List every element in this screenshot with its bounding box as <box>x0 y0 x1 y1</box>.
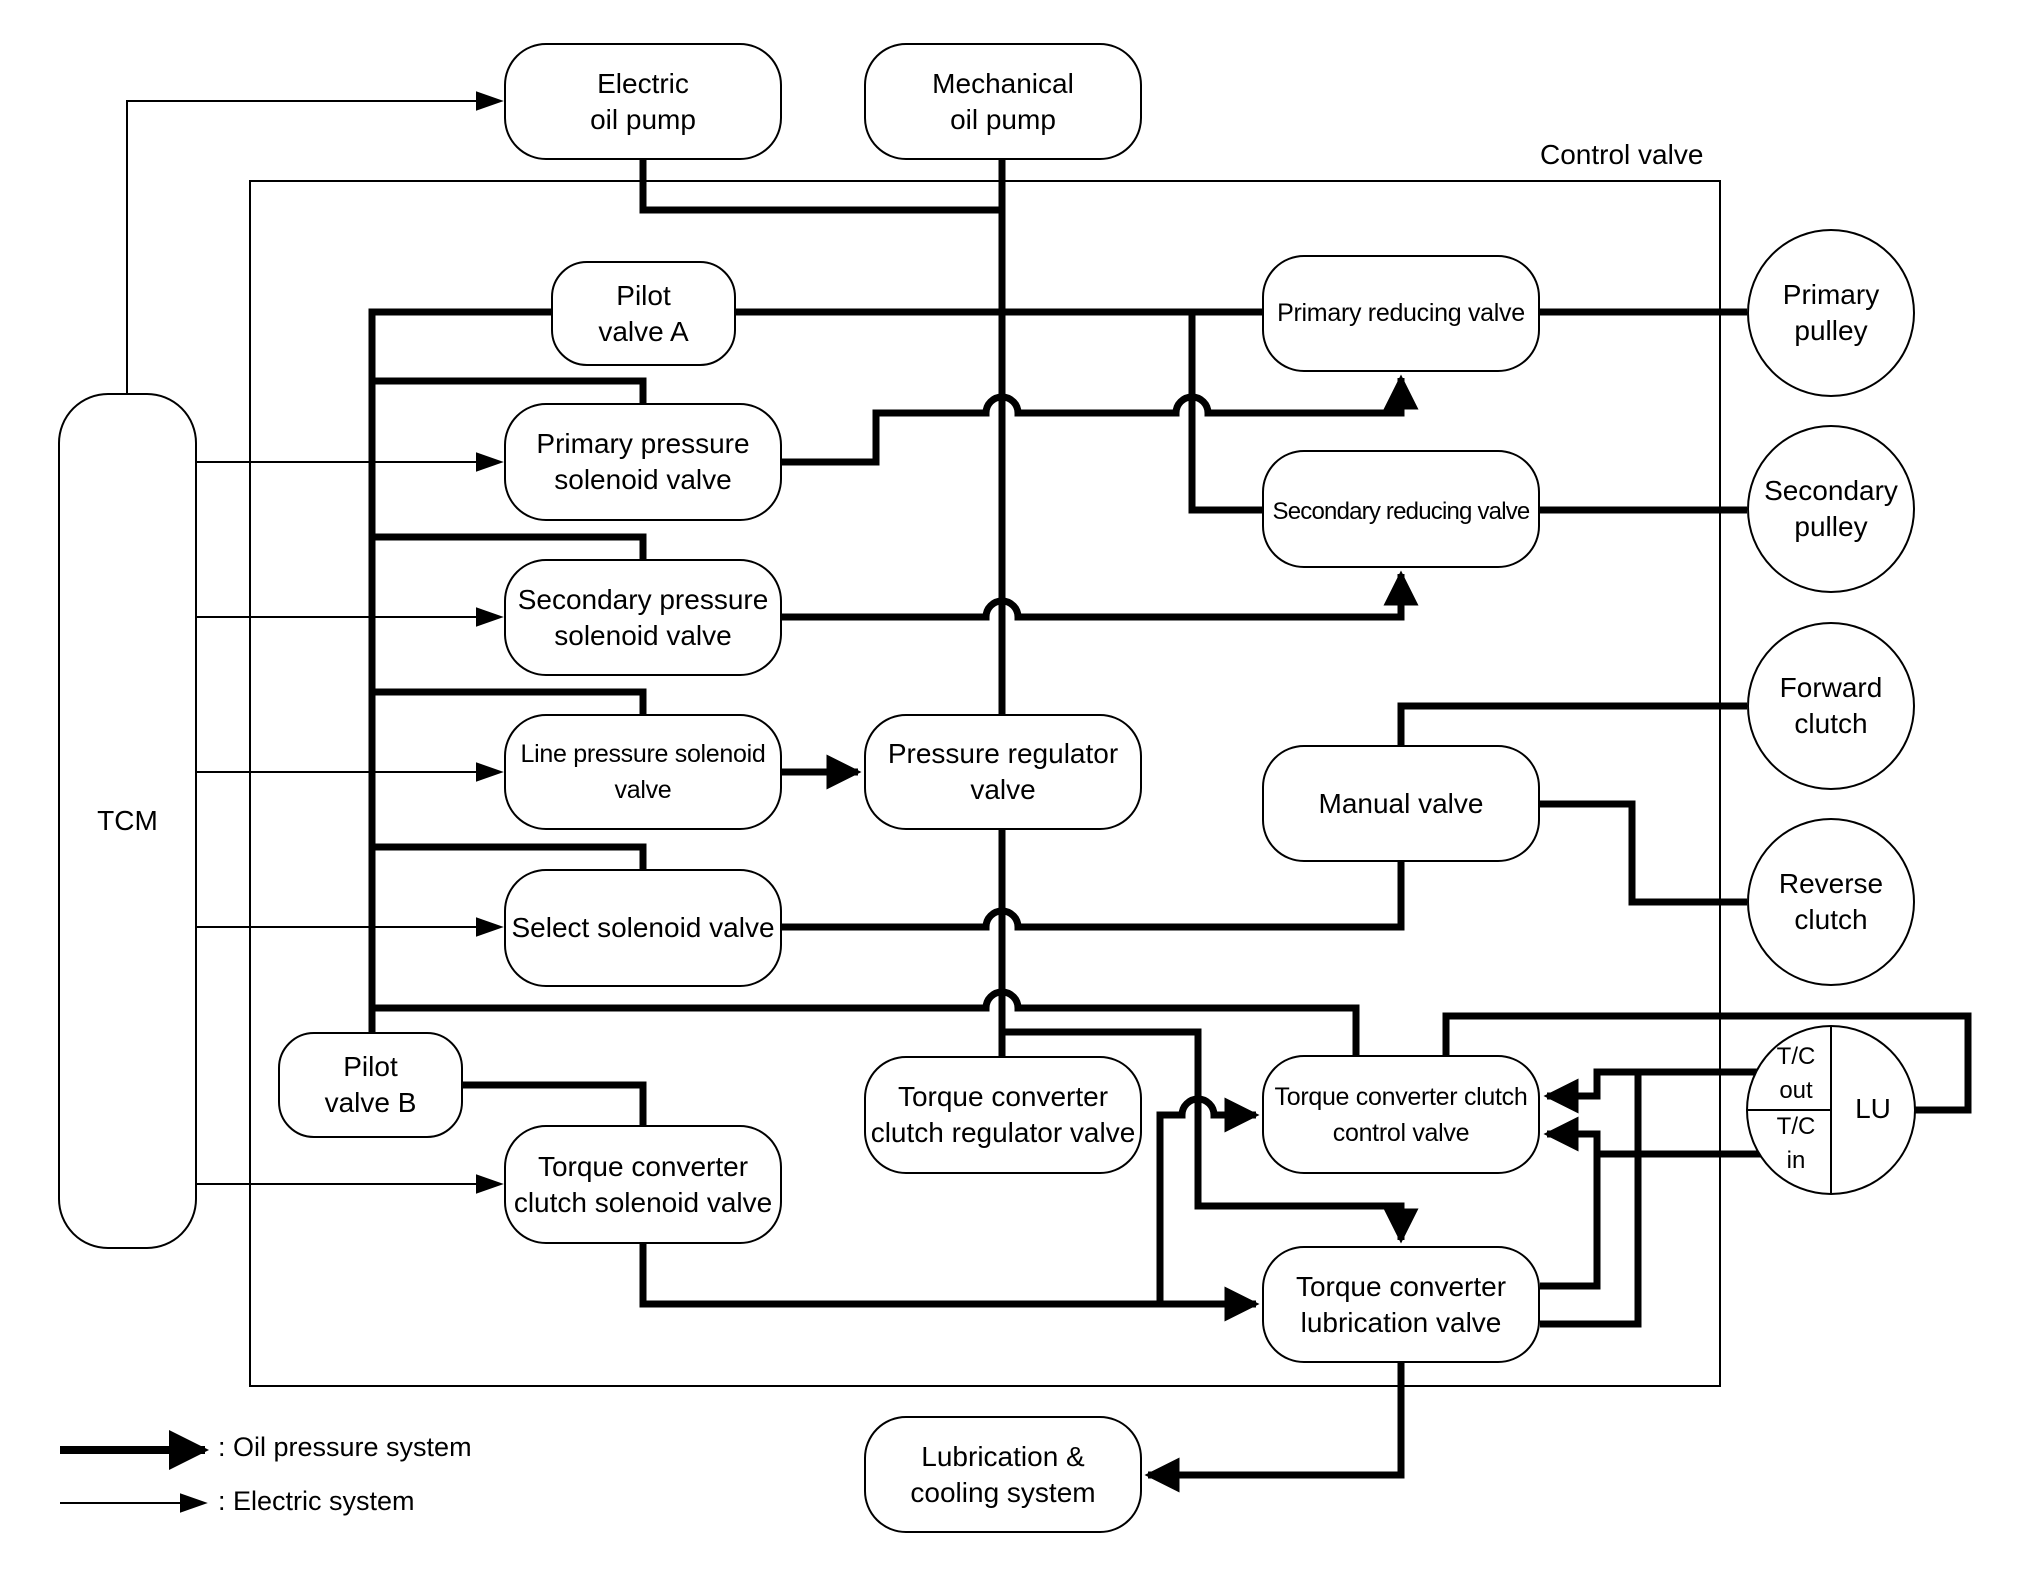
legend-electric-label: : Electric system <box>218 1486 415 1516</box>
pilot-valve-a: Pilot valve A <box>551 261 736 366</box>
secondary-pulley: Secondary pulley <box>1747 425 1915 593</box>
secondary-pressure-solenoid-valve: Secondary pressure solenoid valve <box>504 559 782 676</box>
tcm: TCM <box>58 393 197 1249</box>
primary-pulley: Primary pulley <box>1747 229 1915 397</box>
electric-oil-pump: Electric oil pump <box>504 43 782 160</box>
mechanical-oil-pump: Mechanical oil pump <box>864 43 1142 160</box>
primary-reducing-valve: Primary reducing valve <box>1262 255 1540 372</box>
legend-oil-pressure-label: : Oil pressure system <box>218 1432 472 1462</box>
legend-lines <box>60 1430 209 1513</box>
line-pressure-solenoid-valve: Line pressure solenoid valve <box>504 714 782 830</box>
lu-label: LU <box>1855 1093 1891 1124</box>
control-valve-label: Control valve <box>1540 139 1704 170</box>
pressure-regulator-valve: Pressure regulator valve <box>864 714 1142 830</box>
torque-converter <box>1746 1025 1916 1195</box>
electric-line-eop <box>126 91 504 393</box>
electric-lines <box>126 91 504 1194</box>
primary-pressure-solenoid-valve: Primary pressure solenoid valve <box>504 403 782 521</box>
oil-lines <box>368 160 1972 1493</box>
manual-valve: Manual valve <box>1262 745 1540 862</box>
select-solenoid-valve: Select solenoid valve <box>504 869 782 987</box>
tcc-solenoid-valve: Torque converter clutch solenoid valve <box>504 1125 782 1244</box>
tcc-regulator-valve: Torque converter clutch regulator valve <box>864 1056 1142 1174</box>
tc-lubrication-valve: Torque converter lubrication valve <box>1262 1246 1540 1363</box>
lubrication-cooling-system: Lubrication & cooling system <box>864 1416 1142 1533</box>
tcc-control-valve: Torque converter clutch control valve <box>1262 1055 1540 1174</box>
tc-out-label: T/C out <box>1776 1043 1816 1104</box>
secondary-reducing-valve: Secondary reducing valve <box>1262 450 1540 568</box>
forward-clutch: Forward clutch <box>1747 622 1915 790</box>
pilot-valve-b: Pilot valve B <box>278 1032 463 1138</box>
tc-in-label: T/C in <box>1776 1113 1816 1174</box>
control-valve-container <box>249 180 1721 1387</box>
reverse-clutch: Reverse clutch <box>1747 818 1915 986</box>
